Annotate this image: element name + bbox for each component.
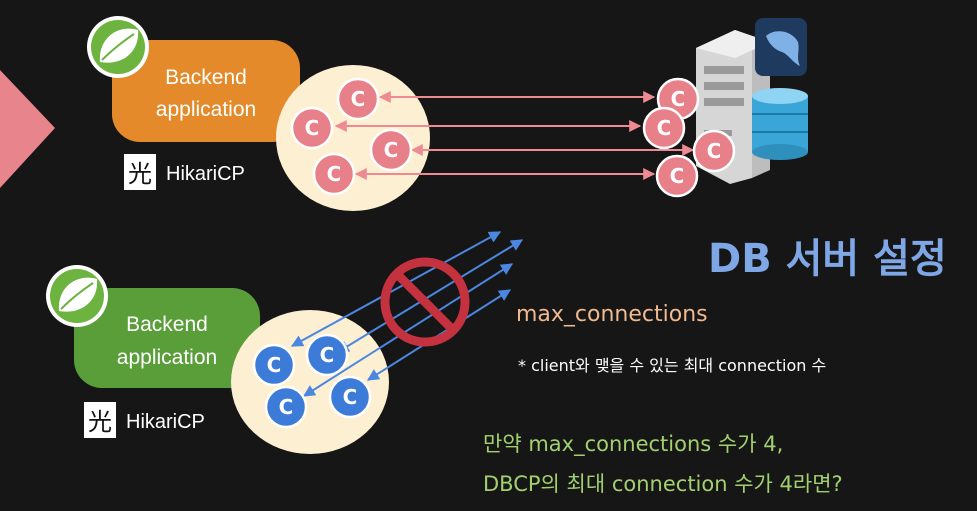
question-line-1: 만약 max_connections 수가 4, [483,432,784,456]
svg-text:C: C [384,138,399,162]
top-app-label-line1: Backend [165,66,247,89]
bottom-app-label-line1: Backend [126,313,208,336]
svg-text:C: C [707,139,722,163]
bottom-pool-bubble [231,310,389,454]
svg-text:C: C [351,87,366,111]
prohibited-icon [380,257,470,347]
svg-text:C: C [320,343,335,367]
bottom-pool-connection: C [328,375,372,419]
previous-slide-arrow [0,70,55,188]
server-connection: C [692,129,736,173]
hikaricp-logo-icon: 光 [84,402,116,438]
question-line-2: DBCP의 최대 connection 수가 4라면? [483,472,843,496]
svg-text:光: 光 [128,160,152,188]
bottom-app-label-line2: application [117,346,217,369]
top-connection-arrows [334,91,695,180]
svg-text:光: 光 [88,408,112,436]
hikaricp-logo-icon: 光 [124,154,156,190]
database-cylinder-icon [752,88,808,160]
server-connection: C [642,106,686,150]
svg-text:C: C [267,353,282,377]
top-backend-application: Backend application [112,40,300,142]
spring-leaf-icon [87,16,149,78]
top-pool-connection: C [336,77,380,121]
svg-text:C: C [671,87,686,111]
bottom-pool-connection: C [305,333,349,377]
svg-text:C: C [343,385,358,409]
svg-text:C: C [279,395,294,419]
bottom-pool-name: HikariCP [126,411,205,433]
svg-text:C: C [327,162,342,186]
mysql-dolphin-icon [755,18,807,76]
setting-note: * client와 맺을 수 있는 최대 connection 수 [518,356,827,375]
server-connection: C [655,154,699,198]
top-pool-name: HikariCP [166,163,245,185]
bottom-pool-connection: C [252,343,296,387]
setting-name: max_connections [516,302,708,327]
svg-text:C: C [305,116,320,140]
svg-text:C: C [670,164,685,188]
spring-leaf-icon [46,265,108,327]
svg-text:C: C [657,116,672,140]
bottom-backend-application: Backend application [74,288,260,388]
top-app-label-line2: application [156,98,256,121]
top-pool-connection: C [369,128,413,172]
bottom-pool-connection: C [264,385,308,429]
top-pool-connection: C [290,106,334,150]
top-pool-connection: C [312,152,356,196]
section-heading: DB 서버 설정 [708,236,947,282]
